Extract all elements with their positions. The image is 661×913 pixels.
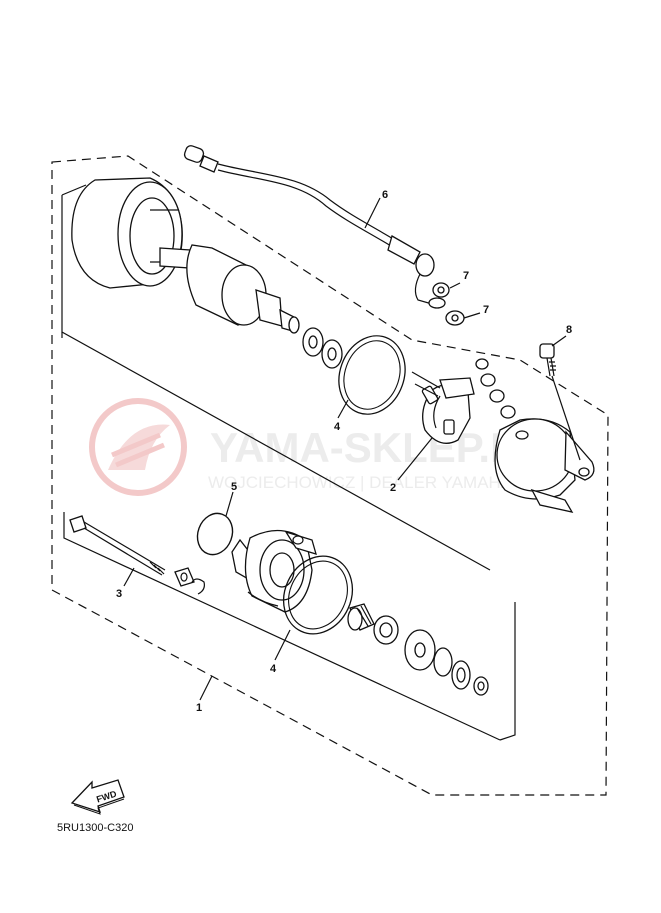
nut-7-lower xyxy=(445,310,465,326)
washer-top-a-hole xyxy=(308,335,318,349)
watermark: YAMA-SKLEP.PL WOJCIECHOWICZ | DEALER YAM… xyxy=(89,398,544,496)
washer-cover-a xyxy=(475,358,489,370)
callout-3: 3 xyxy=(116,588,122,600)
frame-lines xyxy=(61,184,516,741)
washer-top-b-hole xyxy=(327,347,337,361)
lead-wire xyxy=(183,145,446,309)
brush-holder xyxy=(411,371,475,444)
washer-bottom-d-hole xyxy=(477,681,485,691)
nut-7-upper xyxy=(432,282,450,298)
callout-7-upper: 7 xyxy=(463,270,469,282)
armature xyxy=(159,244,300,334)
callout-4-bottom: 4 xyxy=(270,663,277,675)
callout-2: 2 xyxy=(390,482,396,494)
callout-6: 6 xyxy=(382,189,388,201)
washer-bottom-a xyxy=(404,629,436,671)
o-ring-5 xyxy=(196,512,234,556)
washer-bottom-c-hole xyxy=(456,667,466,683)
needle-bearing xyxy=(347,603,375,631)
callout-4-top: 4 xyxy=(334,421,341,433)
rear-cover xyxy=(494,418,595,513)
front-cover xyxy=(231,529,317,613)
callout-8: 8 xyxy=(566,324,572,336)
bolt-8 xyxy=(539,343,581,461)
callout-1: 1 xyxy=(196,702,202,714)
watermark-subtitle: WOJCIECHOWICZ | DEALER YAMAHA xyxy=(208,473,513,492)
washer-cover-b xyxy=(480,373,496,387)
o-ring-bottom xyxy=(282,555,354,635)
through-bolt xyxy=(69,515,205,595)
watermark-brand: YAMA-SKLEP.PL xyxy=(210,424,544,471)
diagram-code: 5RU1300-C320 xyxy=(57,822,133,834)
washer-cover-d xyxy=(500,405,516,419)
washer-bottom-b xyxy=(433,647,453,677)
oil-seal xyxy=(373,615,399,645)
o-ring-top xyxy=(338,335,406,415)
assembly-outline xyxy=(51,155,609,796)
leader-lines xyxy=(123,197,567,701)
callout-5: 5 xyxy=(231,481,237,493)
washer-cover-c xyxy=(489,389,505,403)
motor-yoke xyxy=(71,177,183,289)
fwd-arrow-icon: FWD xyxy=(70,779,125,815)
watermark-logo-icon xyxy=(89,398,187,496)
callout-7-lower: 7 xyxy=(483,304,489,316)
